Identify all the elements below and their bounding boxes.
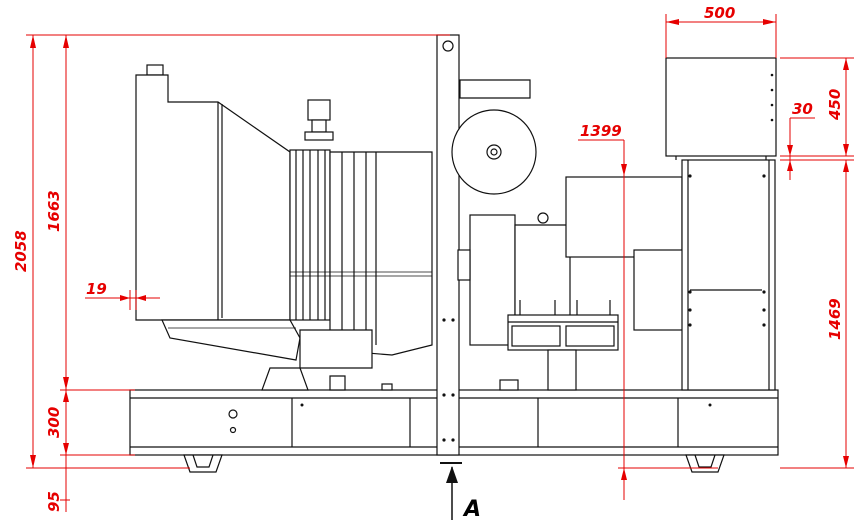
control-tower bbox=[665, 57, 777, 391]
dim-center-height: 1399 bbox=[580, 122, 622, 140]
dim-right-height: 1469 bbox=[826, 298, 844, 340]
radiator bbox=[135, 64, 309, 391]
dim-height-to-top: 1663 bbox=[45, 190, 63, 232]
dim-foot-height: 95 bbox=[45, 491, 63, 512]
dim-hood-height: 450 bbox=[826, 89, 844, 121]
dimension-labels: 2058 1663 300 95 19 500 450 30 1399 1469… bbox=[12, 4, 844, 520]
dimension-lines bbox=[26, 14, 854, 512]
engine-block bbox=[290, 151, 433, 391]
generator-set bbox=[129, 34, 779, 520]
dim-hood-width: 500 bbox=[704, 4, 735, 22]
alternator bbox=[451, 79, 537, 195]
engine-fan-area bbox=[289, 99, 334, 321]
dim-frame-height: 300 bbox=[45, 407, 63, 438]
dim-overall-height: 2058 bbox=[12, 230, 30, 272]
battery bbox=[499, 300, 619, 391]
dim-left-offset: 19 bbox=[86, 280, 107, 298]
section-label: A bbox=[462, 497, 481, 520]
dim-hood-offset: 30 bbox=[792, 100, 813, 118]
section-arrow bbox=[440, 462, 462, 520]
support-beam bbox=[436, 34, 460, 456]
